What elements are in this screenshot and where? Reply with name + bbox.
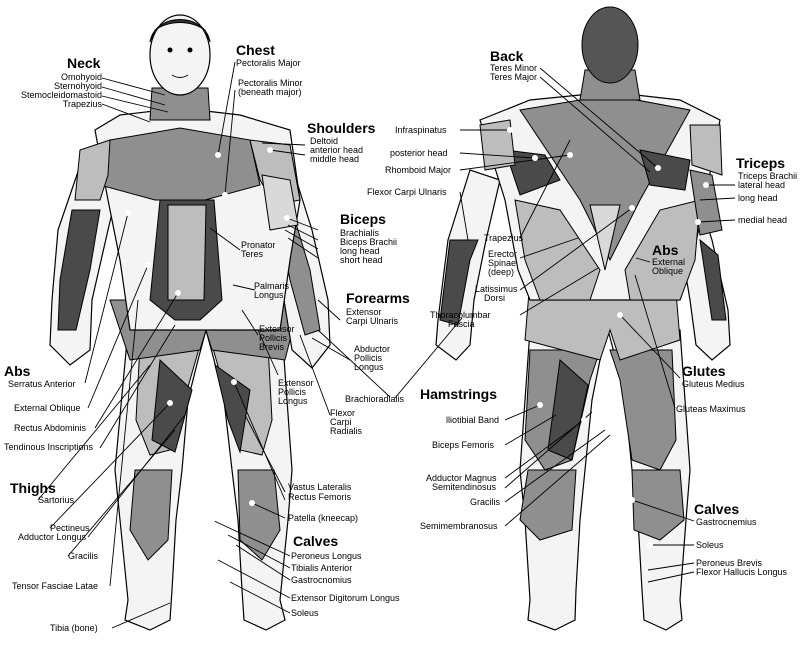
vastus-label: Vastus Lateralis xyxy=(288,482,352,492)
thighs-label-tensor: Tensor Fasciae Latae xyxy=(12,581,98,591)
biceps-heading: Biceps xyxy=(340,211,386,227)
forearms-heading: Forearms xyxy=(346,290,410,306)
thighs-label-gracilis: Gracilis xyxy=(68,551,99,561)
chest-label-beneath: (beneath major) xyxy=(238,87,302,97)
back-heading: Back xyxy=(490,48,524,64)
calves-back-label-flexor-hallucis: Flexor Hallucis Longus xyxy=(696,567,788,577)
abd-pollicis-3: Longus xyxy=(354,362,384,372)
triceps-label-long: long head xyxy=(738,193,778,203)
glutes-label-medius: Gluteus Medius xyxy=(682,379,745,389)
trapezius-back-label: Trapezius xyxy=(484,233,524,243)
brachioradialis-label: Brachioradialis xyxy=(345,394,405,404)
calves-back-heading: Calves xyxy=(694,501,739,517)
abs-label-external-oblique: External Oblique xyxy=(14,403,81,413)
calves-label-soleus: Soleus xyxy=(291,608,319,618)
thoracolumbar-label-2: Fascia xyxy=(448,319,475,329)
flexor-carpi-ulnaris-label: Flexor Carpi Ulnaris xyxy=(367,187,447,197)
abs-back-heading: Abs xyxy=(652,242,679,258)
abs-heading: Abs xyxy=(4,363,31,379)
thighs-label-adductor-longus: Adductor Longus xyxy=(18,532,87,542)
hamstrings-label-semimembranosus: Semimembranosus xyxy=(420,521,498,531)
front-chest xyxy=(100,128,260,200)
infraspinatus-label: Infraspinatus xyxy=(395,125,447,135)
neck-label-trapezius: Trapezius xyxy=(63,99,103,109)
flexor-carpi-radialis-3: Radialis xyxy=(330,426,363,436)
latissimus-label-2: Dorsi xyxy=(484,293,505,303)
biceps-label-short: short head xyxy=(340,255,383,265)
abs-label-serratus: Serratus Anterior xyxy=(8,379,76,389)
back-hamstring-left xyxy=(610,350,676,470)
rectus-femoris-label: Rectus Femoris xyxy=(288,492,352,502)
abs-label-rectus: Rectus Abdominis xyxy=(14,423,87,433)
abs-back-label-oblique: Oblique xyxy=(652,266,683,276)
front-rectus xyxy=(168,205,206,300)
pronator-label-2: Teres xyxy=(241,249,264,259)
thighs-label-sartorius: Sartorius xyxy=(38,495,75,505)
shoulders-heading: Shoulders xyxy=(307,120,376,136)
glutes-heading: Glutes xyxy=(682,363,726,379)
palmaris-label-2: Longus xyxy=(254,290,284,300)
calves-label-peroneus: Peroneus Longus xyxy=(291,551,362,561)
ext-pollicis-longus-3: Longus xyxy=(278,396,308,406)
neck-heading: Neck xyxy=(67,55,101,71)
glutes-label-maximus: Gluteas Maximus xyxy=(676,404,746,414)
calves-back-label-soleus: Soleus xyxy=(696,540,724,550)
posterior-head-label: posterior head xyxy=(390,148,448,158)
triceps-label-medial: medial head xyxy=(738,215,787,225)
thighs-label-tibia: Tibia (bone) xyxy=(50,623,98,633)
ext-pollicis-brevis-3: Brevis xyxy=(259,342,285,352)
shoulders-label-middle: middle head xyxy=(310,154,359,164)
hamstrings-label-biceps-femoris: Biceps Femoris xyxy=(432,440,495,450)
forearms-label-carpi-ulnaris: Carpi Ulnaris xyxy=(346,316,399,326)
hamstrings-label-gracilis: Gracilis xyxy=(470,497,501,507)
thighs-heading: Thighs xyxy=(10,480,56,496)
triceps-heading: Triceps xyxy=(736,155,785,171)
front-eye-right xyxy=(168,48,173,53)
triceps-label-lateral: lateral head xyxy=(738,180,785,190)
patella-label: Patella (kneecap) xyxy=(288,513,358,523)
chest-label-pec-major: Pectoralis Major xyxy=(236,58,301,68)
hamstrings-label-semitendinosus: Semitendinosus xyxy=(432,482,497,492)
front-eye-left xyxy=(188,48,193,53)
calves-label-extensor-digitorum: Extensor Digitorum Longus xyxy=(291,593,400,603)
erector-label-3: (deep) xyxy=(488,267,514,277)
rhomboid-label: Rhomboid Major xyxy=(385,165,451,175)
calves-back-label-gastrocnemius: Gastrocnemius xyxy=(696,517,757,527)
back-label-teres-major: Teres Major xyxy=(490,72,537,82)
calves-label-tibialis: Tibialis Anterior xyxy=(291,563,352,573)
hamstrings-heading: Hamstrings xyxy=(420,386,497,402)
calves-label-gastrocnomius: Gastrocnomius xyxy=(291,575,352,585)
chest-heading: Chest xyxy=(236,42,275,58)
back-head xyxy=(582,7,638,83)
calves-heading: Calves xyxy=(293,533,338,549)
hamstrings-label-iliotibial: lliotibial Band xyxy=(446,415,499,425)
abs-label-tendinous: Tendinous Inscriptions xyxy=(4,442,94,452)
